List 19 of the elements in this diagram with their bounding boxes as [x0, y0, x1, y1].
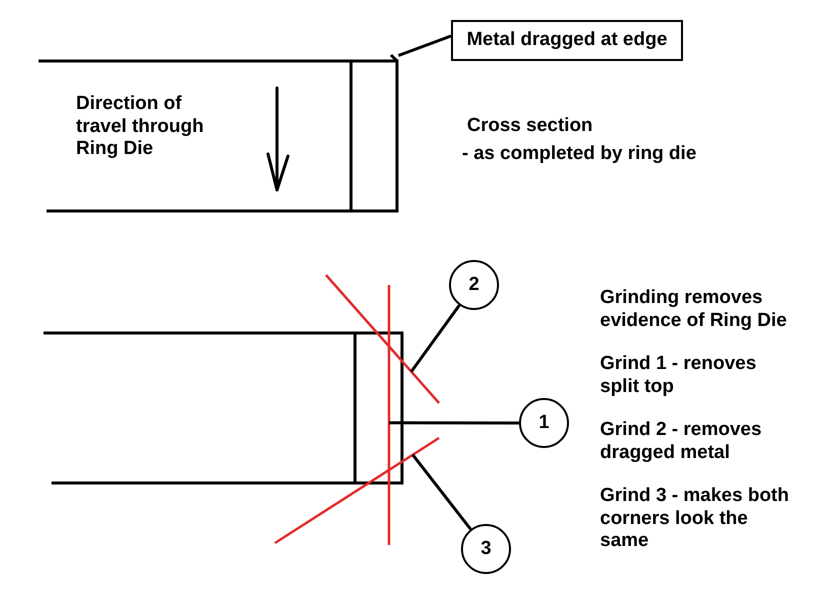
grind-line [274, 436, 440, 544]
leader-line [412, 454, 472, 530]
note-text: Grinding removes evidence of Ring Die [600, 287, 788, 332]
leader-line [389, 421, 519, 424]
callout-number: 1 [519, 398, 569, 448]
callout-number: 3 [461, 524, 511, 574]
section-subtitle: - as completed by ring die [462, 143, 696, 166]
dragged-metal-mark [390, 54, 398, 62]
note-text: Grind 1 - renoves split top [600, 353, 758, 398]
grind-line [388, 285, 390, 545]
leader-line [398, 34, 452, 57]
leader-line [410, 304, 461, 373]
note-text: Grind 2 - removes dragged metal [600, 419, 763, 464]
callout-number: 2 [449, 260, 499, 310]
grind-line [325, 274, 440, 404]
callout-box: Metal dragged at edge [451, 20, 683, 61]
direction-label: Direction of travel through Ring Die [76, 93, 205, 160]
note-text: Grind 3 - makes both corners look the same [600, 485, 790, 552]
section-title: Cross section [467, 115, 593, 138]
